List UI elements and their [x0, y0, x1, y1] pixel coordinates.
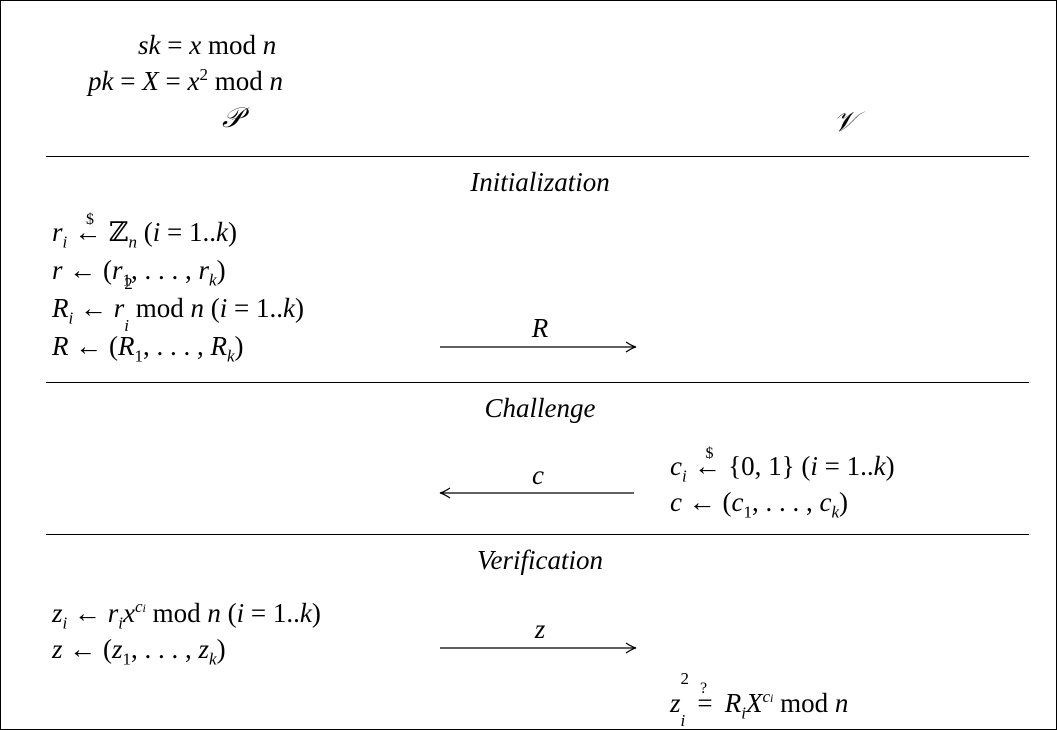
init-line-1: ri ←$ ℤn (i = 1..k): [52, 211, 237, 252]
section-title-initialization: Initialization: [470, 167, 610, 197]
arrow-left-c: [439, 487, 634, 499]
arrow-right-R: [440, 341, 637, 353]
divider-header: [46, 156, 1029, 157]
section-title-verification: Verification: [477, 545, 603, 575]
verifier-label: 𝒱: [833, 105, 857, 138]
verify-line-2: z ← (z1, . . . , zk): [52, 634, 226, 669]
verify-line-1: zi ← rixci mod n (i = 1..k): [52, 597, 321, 633]
init-line-4: R ← (R1, . . . , Rk): [52, 331, 244, 366]
divider-init: [46, 382, 1029, 383]
prover-label: 𝒫: [222, 101, 243, 134]
challenge-line-1: ci ←$ {0, 1} (i = 1..k): [670, 445, 895, 486]
arrow-label-c: c: [532, 460, 544, 490]
secret-key-line: sk = x mod n: [138, 30, 277, 60]
arrow-label-R: R: [531, 313, 549, 343]
arrow-label-z: z: [534, 614, 546, 644]
challenge-line-2: c ← (c1, . . . , ck): [670, 487, 848, 522]
divider-challenge: [46, 534, 1029, 535]
arrow-right-z: [440, 642, 637, 654]
init-line-2: r ← (r1, . . . , rk): [52, 255, 226, 290]
section-title-challenge: Challenge: [484, 393, 596, 423]
public-key-line: pk = X = x2 mod n: [88, 65, 283, 96]
